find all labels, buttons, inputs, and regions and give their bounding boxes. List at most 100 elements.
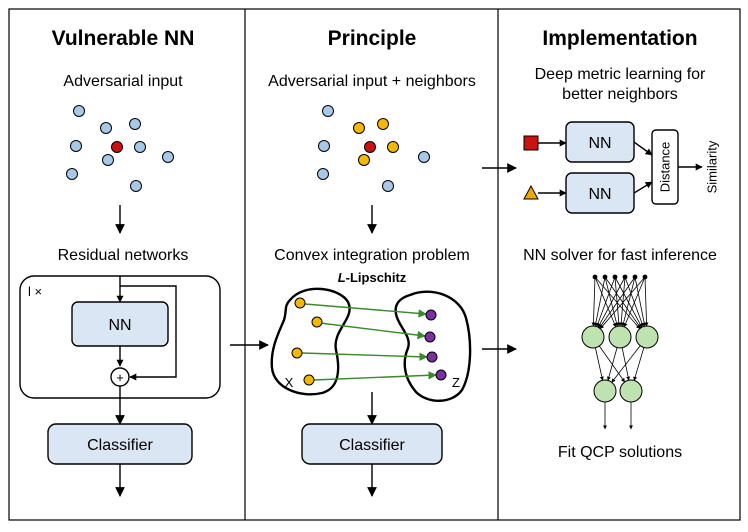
nn-bottom-to-distance-arrow [633, 181, 653, 194]
adversarial-point [364, 141, 376, 153]
neighbor-point [129, 118, 141, 130]
target-point [424, 331, 436, 343]
mapping-arrow [319, 322, 426, 340]
domain-set-x [270, 287, 351, 396]
mapping-arrow [301, 352, 428, 361]
panel1-classifier-label: Classifier [87, 437, 153, 454]
skip-connection [120, 285, 177, 381]
panel2-classifier-label: Classifier [339, 437, 405, 454]
adversarial-point [111, 141, 123, 153]
hidden-edge [599, 345, 625, 383]
input-edge [614, 276, 621, 327]
source-point [303, 374, 315, 386]
input-edge [623, 276, 646, 328]
input-node [632, 274, 638, 280]
input-edge [644, 276, 649, 327]
outer-frame [8, 8, 741, 521]
neighbor-point [418, 151, 430, 163]
codomain-label-z: Z [452, 375, 460, 390]
panel-implementation: Implementation Deep metric learning for … [523, 27, 719, 461]
panel1-section-label: Residual networks [58, 247, 189, 264]
neighbor-point [70, 140, 82, 152]
panel2-section-label: Convex integration problem [274, 247, 470, 264]
input-edge [599, 276, 646, 329]
source-point [311, 316, 323, 328]
neighbor-point [317, 168, 329, 180]
neighbor-orange-point [358, 154, 370, 166]
codomain-set-z [394, 290, 472, 402]
hidden-edge [594, 347, 604, 381]
panel1-subtitle: Adversarial input [63, 73, 183, 90]
input-edge [594, 276, 617, 328]
neighbor-point [73, 105, 85, 117]
panel1-title: Vulnerable NN [52, 27, 195, 50]
neighbor-point [162, 151, 174, 163]
input-edge [596, 276, 616, 328]
residual-nn-label: NN [108, 317, 131, 334]
distance-label: Distance [658, 142, 673, 193]
residual-block: l × NN + [19, 275, 221, 399]
input-edge [634, 276, 647, 327]
panel3-footer: Fit QCP solutions [558, 444, 682, 461]
lipschitz-suffix: -Lipschitz [346, 270, 407, 285]
panel3-subtitle-line2: better neighbors [562, 86, 678, 103]
input-edge [604, 276, 619, 327]
input-node [622, 274, 628, 280]
input-edge [619, 276, 626, 327]
source-point [291, 347, 303, 359]
mapping-arrow [313, 371, 437, 381]
neighbor-point [130, 180, 142, 192]
hidden-node-layer2 [619, 379, 643, 403]
similarity-label: Similarity [705, 140, 720, 193]
neighbor-orange-point [353, 122, 365, 134]
sum-node-label: + [116, 370, 124, 385]
hidden-node-layer1 [608, 325, 632, 349]
source-point [294, 297, 306, 309]
neighbor-point [382, 180, 394, 192]
input-edge [593, 276, 606, 327]
hidden-node-layer1 [581, 325, 605, 349]
input-edge [597, 276, 626, 328]
panel-principle: Principle Adversarial input + neighbors … [268, 27, 476, 497]
input-node [602, 274, 608, 280]
hidden-edge [611, 345, 641, 383]
nn-top-to-distance-arrow [633, 141, 653, 156]
neighbor-orange-point [387, 141, 399, 153]
triangle-input-icon [523, 184, 539, 200]
panel-vulnerable-nn: Vulnerable NN Adversarial input Residual… [19, 27, 221, 497]
domain-label-x: X [285, 375, 294, 390]
neighbor-point [134, 141, 146, 153]
solver-network [581, 274, 659, 430]
square-input-icon [523, 135, 539, 151]
mapping-arrow [304, 303, 427, 318]
input-node [612, 274, 618, 280]
input-edge [621, 276, 636, 327]
siamese-network: NN NN Distance Similarity [523, 121, 720, 214]
input-edge [598, 276, 636, 329]
input-node [642, 274, 648, 280]
panel3-subtitle-line1: Deep metric learning for [535, 66, 706, 83]
neighbor-point [100, 122, 112, 134]
target-point [435, 369, 447, 381]
panel2-subtitle: Adversarial input + neighbors [268, 73, 476, 90]
panel2-title: Principle [328, 27, 417, 50]
input-edge [624, 276, 644, 328]
lipschitz-mappings [291, 297, 447, 386]
neighbor-point [102, 154, 114, 166]
repeat-label: l × [28, 284, 42, 299]
panel1-point-cloud [66, 105, 174, 192]
hidden-node-layer2 [593, 379, 617, 403]
neighbor-orange-point [377, 118, 389, 130]
lipschitz-constant: L [338, 270, 346, 285]
hidden-node-layer1 [635, 325, 659, 349]
hidden-edge [606, 347, 618, 381]
neighbor-point [318, 140, 330, 152]
target-point [426, 351, 438, 363]
input-edge [591, 276, 596, 327]
siamese-nn-top-label: NN [588, 135, 611, 152]
lipschitz-label: L-Lipschitz [338, 270, 407, 285]
hidden-edge [633, 347, 645, 381]
panel2-point-cloud [317, 105, 430, 192]
